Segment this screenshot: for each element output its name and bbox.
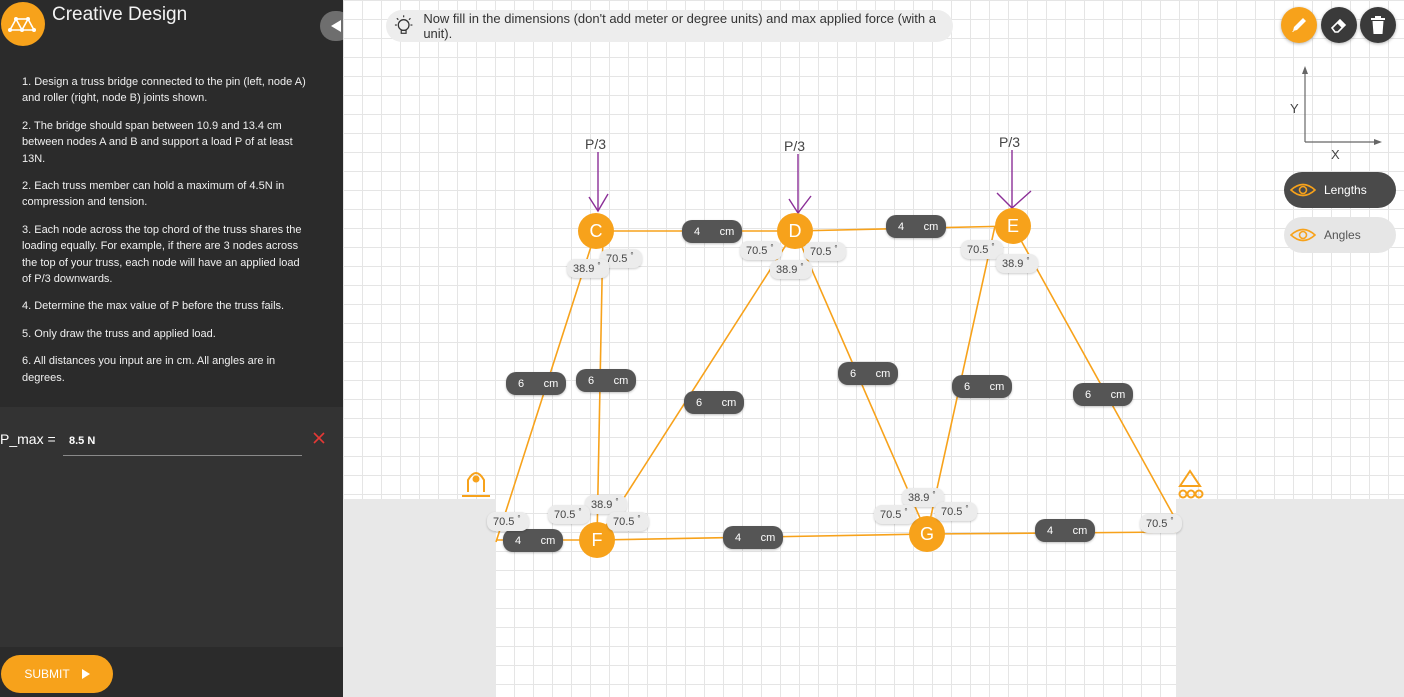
angle-label[interactable]: 70.5° xyxy=(935,502,977,521)
caret-left-icon xyxy=(331,20,341,32)
app-title: Creative Design xyxy=(52,4,188,25)
x-axis-label: X xyxy=(1331,147,1340,162)
pmax-label: P_max = xyxy=(0,431,56,447)
load-arrow xyxy=(788,154,812,215)
instruction-item: 2. The bridge should span between 10.9 a… xyxy=(22,119,293,165)
node-d[interactable]: D xyxy=(777,213,813,249)
angles-toggle-label: Angles xyxy=(1324,228,1361,242)
truss-logo-icon xyxy=(1,2,45,46)
angles-toggle[interactable]: Angles xyxy=(1284,217,1396,253)
eraser-button[interactable] xyxy=(1321,7,1357,43)
instructions: 1. Design a truss bridge connected to th… xyxy=(22,74,307,397)
sidebar-footer: SUBMIT xyxy=(0,647,343,697)
hint-bar: Now fill in the dimensions (don't add me… xyxy=(386,10,953,42)
angle-label[interactable]: 38.9° xyxy=(770,260,812,279)
lengths-toggle-label: Lengths xyxy=(1324,183,1367,197)
node-e[interactable]: E xyxy=(995,208,1031,244)
node-g[interactable]: G xyxy=(909,516,945,552)
clear-icon[interactable] xyxy=(313,431,325,444)
instruction-item: 1. Design a truss bridge connected to th… xyxy=(22,76,306,105)
node-c[interactable]: C xyxy=(578,213,614,249)
load-arrow xyxy=(996,150,1032,209)
instruction-item: 6. All distances you input are in cm. Al… xyxy=(22,355,276,384)
axis-indicator xyxy=(1302,66,1382,145)
eraser-icon xyxy=(1330,18,1347,33)
sidebar-header: Creative Design xyxy=(0,0,343,52)
eye-icon xyxy=(1290,183,1316,197)
angle-label[interactable]: 70.5° xyxy=(1140,514,1182,533)
angle-label[interactable]: 70.5° xyxy=(487,512,529,531)
angle-label[interactable]: 38.9° xyxy=(902,488,944,507)
instruction-item: 3. Each node across the top chord of the… xyxy=(22,223,302,286)
lightbulb-icon xyxy=(394,15,413,34)
instruction-item: 2. Each truss member can hold a maximum … xyxy=(22,180,285,209)
trash-icon xyxy=(1371,16,1385,34)
eye-icon xyxy=(1290,228,1316,242)
angle-label[interactable]: 38.9° xyxy=(567,259,609,278)
submit-button[interactable]: SUBMIT xyxy=(1,655,113,693)
submit-label: SUBMIT xyxy=(24,667,70,681)
angle-label[interactable]: 70.5° xyxy=(607,512,649,531)
sidebar: Creative Design 1. Design a truss bridge… xyxy=(0,0,343,697)
hint-text: Now fill in the dimensions (don't add me… xyxy=(423,11,936,41)
instruction-item: 5. Only draw the truss and applied load. xyxy=(22,327,216,340)
lengths-toggle[interactable]: Lengths xyxy=(1284,172,1396,208)
truss-member xyxy=(1012,225,1177,521)
load-label-d: P/3 xyxy=(784,138,806,154)
roller-support-icon xyxy=(1178,469,1204,499)
delete-button[interactable] xyxy=(1360,7,1396,43)
ground-left xyxy=(343,499,496,697)
load-label-e: P/3 xyxy=(999,134,1021,150)
load-label-c: P/3 xyxy=(585,136,607,152)
pmax-input[interactable] xyxy=(63,427,302,456)
play-icon xyxy=(81,669,90,679)
angle-label[interactable]: 38.9° xyxy=(585,495,627,514)
pin-support-icon xyxy=(462,472,490,497)
angle-label[interactable]: 70.5° xyxy=(740,241,782,260)
draw-button[interactable] xyxy=(1281,7,1317,43)
angle-label[interactable]: 70.5° xyxy=(548,505,590,524)
pencil-icon xyxy=(1292,18,1306,32)
angle-label[interactable]: 70.5° xyxy=(874,505,916,524)
angle-label[interactable]: 70.5° xyxy=(961,240,1003,259)
answer-area: P_max = xyxy=(0,407,343,647)
angle-label[interactable]: 70.5° xyxy=(600,249,642,268)
y-axis-label: Y xyxy=(1290,101,1299,116)
ground-right xyxy=(1176,499,1404,697)
instruction-item: 4. Determine the max value of P before t… xyxy=(22,300,285,313)
angle-label[interactable]: 38.9° xyxy=(996,254,1038,273)
load-arrow xyxy=(588,152,609,213)
truss-member xyxy=(596,230,796,541)
angle-label[interactable]: 70.5° xyxy=(804,242,846,261)
